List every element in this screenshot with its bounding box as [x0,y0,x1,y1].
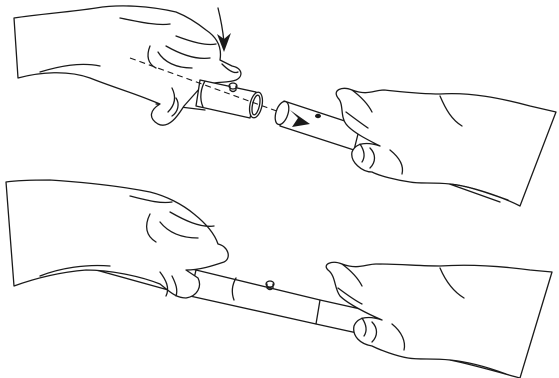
down-arrow-icon [217,7,231,52]
right-hand-bottom [325,261,553,378]
male-connector-tube [195,79,264,119]
panel-separated [13,5,557,207]
left-hand-bottom [5,179,229,299]
right-hand-top [335,87,557,207]
panel-joined [5,179,553,378]
insertion-arrow-icon [290,110,310,127]
